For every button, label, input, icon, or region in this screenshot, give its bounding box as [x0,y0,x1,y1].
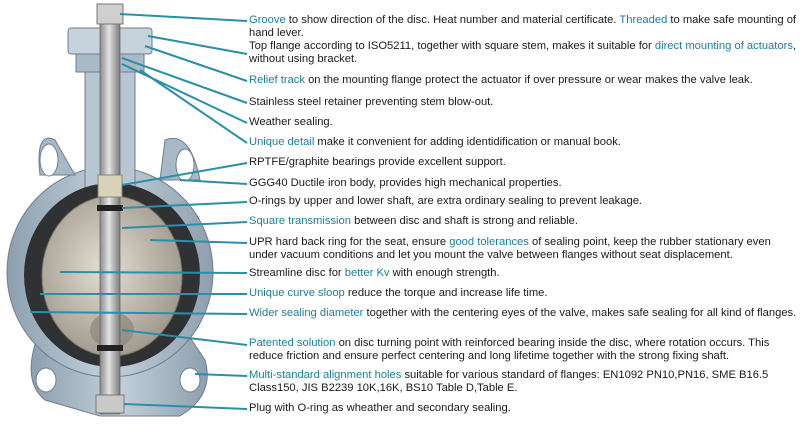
annotation-text: O-rings by upper and lower shaft, are ex… [249,195,643,207]
annotation-7: RPTFE/graphite bearings provide excellen… [249,156,797,169]
annotation-highlight: Multi-standard alignment holes [249,369,402,381]
annotation-text: suitable for various standard of flanges… [249,369,769,394]
annotation-highlight: Square transmission [249,215,351,227]
annotation-text: Top flange according to ISO5211, togethe… [249,40,655,52]
stem-square-top [96,3,124,25]
annotation-text: of sealing point, keep the rubber statio… [249,236,771,261]
annotation-16: Multi-standard alignment holes suitable … [249,369,797,395]
annotation-2: Top flange according to ISO5211, togethe… [249,40,797,66]
annotation-text: Streamline disc for [249,267,345,279]
annotation-14: Wider sealing diameter together with the… [249,307,797,320]
annotation-highlight: Wider sealing diameter [249,307,364,319]
annotation-text: together with the centering eyes of the … [363,307,797,319]
annotation-11: UPR hard back ring for the seat, ensure … [249,236,797,262]
annotation-text: between disc and shaft is strong and rel… [350,215,578,227]
alignment-hole [175,148,195,182]
annotation-text: to make safe mounting of hand lever. [249,14,797,39]
annotation-text: Plug with O-ring as wheather and seconda… [249,402,511,414]
annotation-highlight: direct mounting of actuators [654,40,793,52]
bearing [97,174,123,198]
annotation-10: Square transmission between disc and sha… [249,215,797,228]
annotation-text: UPR hard back ring for the seat, ensure [249,236,450,248]
annotation-text: reduce the torque and increase life time… [344,287,548,299]
annotation-highlight: Patented solution [249,337,336,349]
annotation-6: Unique detail make it convenient for add… [249,136,797,149]
annotation-4: Stainless steel retainer preventing stem… [249,96,797,109]
annotation-highlight: Groove [249,14,286,26]
annotation-text: RPTFE/graphite bearings provide excellen… [249,156,506,168]
o-ring-upper [97,205,123,211]
annotation-13: Unique curve sloop reduce the torque and… [249,287,797,300]
annotation-15: Patented solution on disc turning point … [249,337,797,363]
annotation-8: GGG40 Ductile iron body, provides high m… [249,177,797,190]
annotation-highlight: good tolerances [449,236,529,248]
annotation-text: Weather sealing. [249,116,333,128]
annotation-highlight: Unique curve sloop [249,287,345,299]
annotation-9: O-rings by upper and lower shaft, are ex… [249,195,797,208]
annotation-5: Weather sealing. [249,116,797,129]
o-ring-lower [97,345,123,351]
annotation-text: with enough strength. [389,267,500,279]
annotation-highlight: better Kv [344,267,390,279]
alignment-hole [39,143,59,177]
annotation-text: make it convenient for adding identidifi… [314,136,621,148]
alignment-hole [35,367,57,393]
annotation-text: Stainless steel retainer preventing stem… [249,96,494,108]
annotation-highlight: Threaded [619,14,668,26]
annotation-17: Plug with O-ring as wheather and seconda… [249,402,797,415]
annotation-3: Relief track on the mounting flange prot… [249,74,797,87]
annotation-text: , without using bracket. [249,40,797,65]
annotation-text: on disc turning point with reinforced be… [249,337,770,362]
annotation-text: to show direction of the disc. Heat numb… [285,14,620,26]
leader-lines [29,13,248,410]
annotation-1: Groove to show direction of the disc. He… [249,14,797,40]
annotation-highlight: Relief track [249,74,305,86]
annotation-highlight: Unique detail [249,136,315,148]
bottom-plug [95,394,125,414]
alignment-hole [179,367,201,393]
annotation-text: GGG40 Ductile iron body, provides high m… [249,177,562,189]
annotation-12: Streamline disc for better Kv with enoug… [249,267,797,280]
annotation-text: on the mounting flange protect the actua… [304,74,753,86]
